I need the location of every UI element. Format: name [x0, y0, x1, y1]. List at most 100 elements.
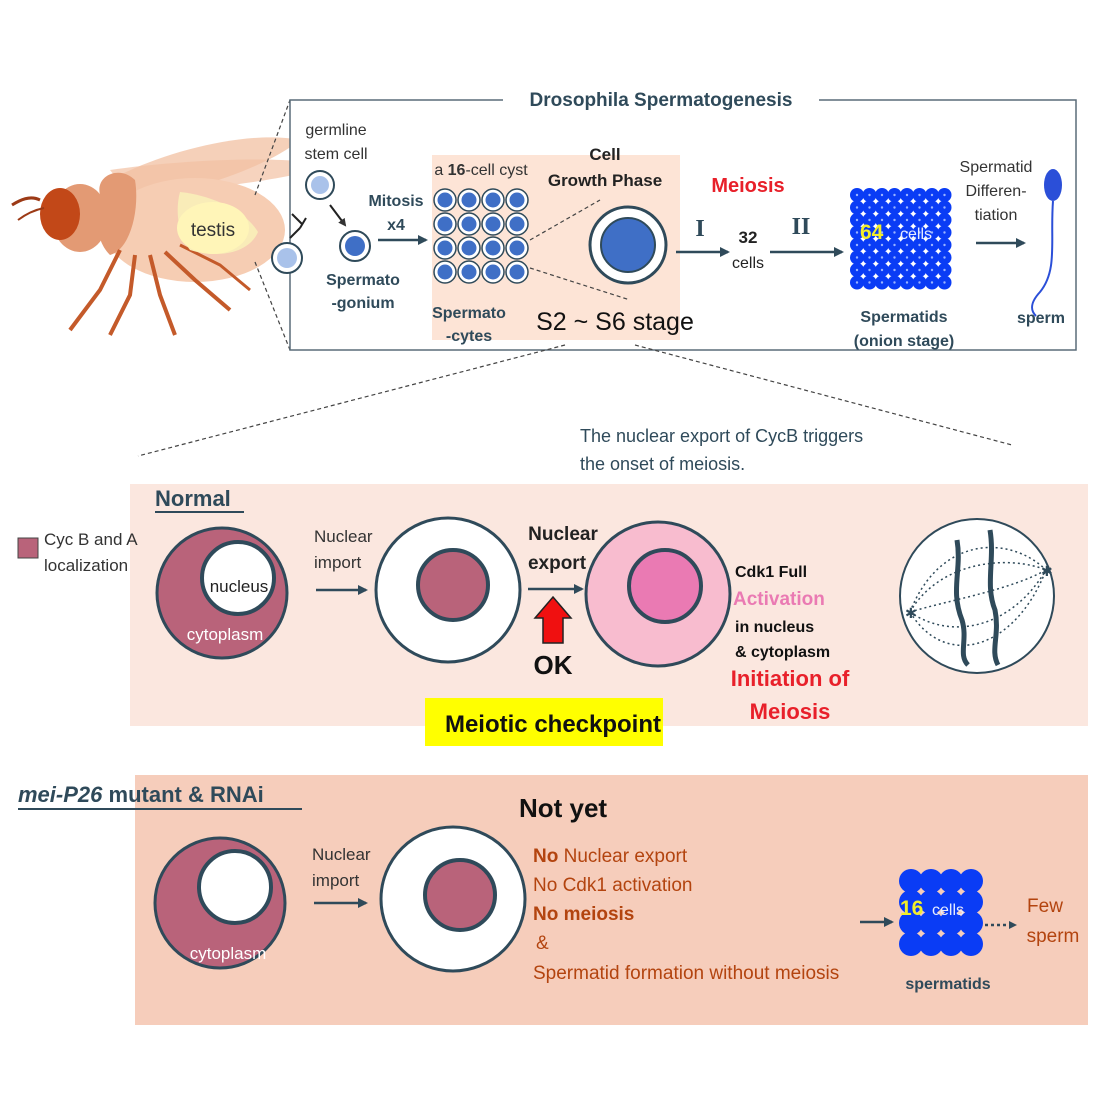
- spermatid-dot: [868, 268, 871, 272]
- spermatid-dot: [855, 268, 859, 272]
- spermatid-dot: [868, 243, 871, 247]
- differentiation-arrow: [329, 204, 347, 227]
- nuclear-import-label-2: import: [314, 553, 362, 572]
- spermatid-dot: [893, 243, 896, 247]
- meiosis-initiation-label: Meiosis: [750, 699, 831, 724]
- meiosis-i-label: I: [695, 216, 704, 242]
- spermatid-dot: [880, 268, 884, 272]
- mitosis-label: Mitosis: [368, 193, 423, 210]
- spermatid-dot: [893, 218, 896, 222]
- cyst-cell-nucleus: [461, 192, 477, 208]
- mutant-spermatid-cell: [939, 890, 963, 914]
- spermatid-dot: [905, 206, 909, 209]
- spermatid-dot: [943, 193, 946, 197]
- cells-64-number: 64: [860, 221, 884, 244]
- few-sperm-label-2: sperm: [1027, 926, 1080, 947]
- stem-cell-daughter-nucleus: [277, 248, 297, 268]
- sixteen-cell-cyst: [433, 188, 529, 284]
- mutant-import-label-2: import: [312, 871, 360, 890]
- nucleus-empty: [200, 540, 276, 616]
- meiosis-ii-label: II: [792, 214, 811, 240]
- spermatid-dot: [905, 193, 909, 197]
- svg-text:✱: ✱: [905, 606, 917, 622]
- cyst-cell-nucleus: [509, 264, 525, 280]
- checkpoint-highlight: [425, 698, 663, 746]
- panel-title: Drosophila Spermatogenesis: [530, 90, 793, 111]
- spermatid-dot: [943, 268, 946, 272]
- spermatogonium-label: Spermato: [326, 272, 400, 289]
- mutant-spermatids-label: spermatids: [905, 976, 990, 993]
- mutant-spermatid-cell: [899, 911, 923, 935]
- nucleus-label: nucleus: [210, 577, 269, 596]
- mutant-spermatid-cell: [899, 932, 923, 956]
- cyst-cell-nucleus: [485, 192, 501, 208]
- spermatid-dot: [868, 256, 871, 259]
- few-sperm-label: Few: [1027, 896, 1063, 917]
- spermatid-dot: [930, 243, 934, 247]
- spermatid-dot: [905, 231, 909, 234]
- in-nucleus-label: in nucleus: [735, 619, 814, 636]
- spermatid-dot: [918, 268, 921, 272]
- spermatid-dot: [930, 231, 934, 234]
- spermatid-dot: [893, 206, 896, 209]
- cyst-cell-nucleus: [461, 240, 477, 256]
- ok-label: OK: [534, 650, 573, 680]
- spermatid-dot: [905, 256, 909, 259]
- mutant-spermatid-cell: [899, 890, 923, 914]
- spermatid-dot: [855, 256, 859, 259]
- nucleus-activated: [627, 548, 703, 624]
- cells-32-number: 32: [739, 228, 758, 247]
- mutant-title: mei-P26 mutant & RNAi: [18, 782, 264, 807]
- self-renewal-arrow: [289, 217, 307, 239]
- spermatid-dot: [930, 193, 934, 197]
- fruit-fly-illustration: [11, 137, 330, 336]
- cyst-cell-nucleus: [509, 216, 525, 232]
- cyst-cell-nucleus: [437, 240, 453, 256]
- spermatid-dot: [943, 231, 946, 234]
- cells-64-label: cells: [900, 226, 932, 243]
- mutant-import-label: Nuclear: [312, 845, 371, 864]
- mutant-spermatid-cell: [939, 911, 963, 935]
- spermatid-dot: [868, 218, 871, 222]
- spermatid-dot: [930, 281, 934, 284]
- cyst-cell-nucleus: [509, 192, 525, 208]
- mutant-spermatid-cell: [959, 869, 983, 893]
- mutant-nucleus-with-cycb: [423, 858, 497, 932]
- spermatids-label: Spermatids: [860, 309, 947, 326]
- spermatid-formation-label: Spermatid formation without meiosis: [533, 963, 839, 984]
- cytoplasm-activation-label: & cytoplasm: [735, 644, 830, 661]
- mutant-spermatid-cell: [899, 869, 923, 893]
- zoom-line: [254, 99, 291, 196]
- cyst-cell-nucleus: [461, 264, 477, 280]
- nuclear-export-label-2: export: [528, 553, 587, 574]
- nuclear-import-label: Nuclear: [314, 527, 373, 546]
- ampersand-label: &: [536, 933, 549, 954]
- spermatid-dot: [918, 231, 921, 234]
- nucleus-with-cycb: [416, 548, 490, 622]
- spermatid-dot: [918, 256, 921, 259]
- cells-16-label: cells: [932, 902, 964, 919]
- spermatocytes-label: Spermato: [432, 305, 506, 322]
- cyst-cell-nucleus: [485, 240, 501, 256]
- mutant-spermatid-cell: [959, 932, 983, 956]
- spermatid-dot: [905, 218, 909, 222]
- zoom-line: [137, 344, 566, 457]
- spermatid-dot: [905, 268, 909, 272]
- cyst-cell-nucleus: [485, 216, 501, 232]
- mutant-spermatid-cell: [939, 869, 963, 893]
- svg-text:✱: ✱: [1041, 564, 1053, 580]
- growing-spermatocyte-nucleus: [600, 217, 656, 273]
- initiation-label: Initiation of: [731, 666, 850, 691]
- spermatid-dot: [855, 231, 859, 234]
- meiotic-spindle-illustration: ✱ ✱: [899, 518, 1055, 674]
- mutant-nucleus-empty: [197, 849, 273, 925]
- note-line-2: the onset of meiosis.: [580, 454, 745, 474]
- cyst-label: a 16-cell cyst: [434, 162, 528, 179]
- spermatid-dot: [868, 193, 871, 197]
- mutant-spermatid-cell: [939, 932, 963, 956]
- spermatid-dot: [918, 218, 921, 222]
- spermatid-dot: [855, 218, 859, 222]
- cyst-cell-nucleus: [437, 216, 453, 232]
- mitosis-count-label: x4: [387, 217, 405, 234]
